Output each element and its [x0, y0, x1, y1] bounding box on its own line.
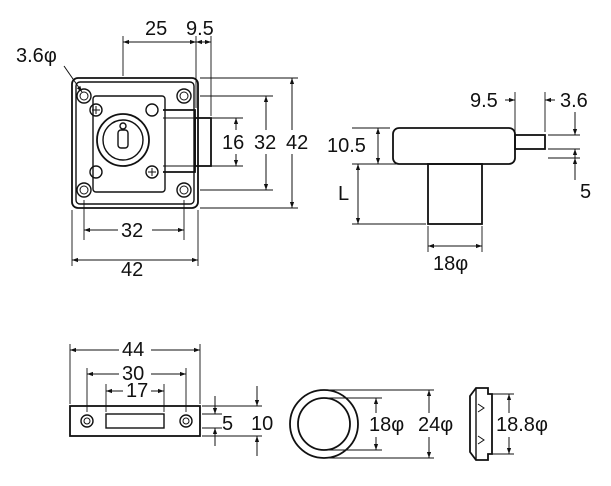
- side-view: 9.5 3.6 5 10.5 L 18φ: [327, 90, 591, 275]
- lock-body-plate: [71, 77, 199, 209]
- mount-hole-tr: [176, 88, 192, 104]
- dim-30-label: 30: [122, 363, 144, 385]
- front-view: 3.6φ 25 9.5 16 32 42 32 42: [16, 18, 311, 281]
- hole-dia-label: 3.6φ: [16, 45, 57, 67]
- keyway: [117, 129, 129, 149]
- strike-plate: [69, 405, 201, 437]
- screw-right-top-icon: [145, 103, 159, 117]
- dim-5-side-label: 5: [580, 181, 591, 203]
- bushing-view: 18.8φ: [469, 387, 570, 461]
- lock-boss: [92, 95, 166, 193]
- dim-44-label: 44: [122, 339, 144, 361]
- ring-inner: [297, 397, 351, 451]
- cylinder-inner: [102, 119, 144, 161]
- dim-10-strike-label: 10: [251, 413, 273, 435]
- bolt: [194, 117, 212, 167]
- dim-9-5-side-label: 9.5: [470, 90, 498, 112]
- strike-hole-left: [80, 414, 94, 428]
- dim-18-8-label: 18.8φ: [496, 414, 548, 436]
- side-bolt: [514, 134, 546, 150]
- mount-hole-br: [176, 182, 192, 198]
- dim-42-right-label: 42: [286, 132, 308, 154]
- dim-25-label: 25: [145, 18, 167, 40]
- dim-3-6-side-label: 3.6: [560, 90, 588, 112]
- strike-plate-view: 44 30 17 5 10: [69, 338, 273, 456]
- strike-hole-right: [179, 414, 193, 428]
- dim-18-side-label: 18φ: [433, 253, 468, 275]
- dim-16-label: 16: [222, 132, 244, 154]
- ring-view: 18φ 24φ: [289, 389, 467, 459]
- dim-9-5-top-label: 9.5: [186, 18, 214, 40]
- screw-top-icon: [89, 103, 103, 117]
- strike-slot: [105, 413, 165, 429]
- dim-32-bottom-label: 32: [121, 220, 143, 242]
- side-body: [392, 127, 516, 165]
- side-cylinder: [427, 163, 483, 225]
- dim-17-label: 17: [126, 380, 148, 402]
- screw-right-bottom-icon: [145, 165, 159, 179]
- bolt-housing: [163, 109, 196, 173]
- dim-5-strike-label: 5: [222, 413, 233, 435]
- mount-hole-tl: [76, 88, 92, 104]
- dim-42-bottom-label: 42: [121, 259, 143, 281]
- bushing-body: [469, 387, 493, 461]
- mount-hole-bl: [76, 182, 92, 198]
- dim-L-label: L: [338, 183, 349, 205]
- cylinder-outer: [96, 113, 150, 167]
- dim-18-ring-label: 18φ: [369, 414, 404, 436]
- lock-body-inner: [75, 81, 195, 205]
- dim-10-5-label: 10.5: [327, 135, 366, 157]
- dim-32-right-label: 32: [254, 132, 276, 154]
- dim-24-ring-label: 24φ: [418, 414, 453, 436]
- ring-outer: [289, 389, 359, 459]
- screw-bottom-icon: [89, 165, 103, 179]
